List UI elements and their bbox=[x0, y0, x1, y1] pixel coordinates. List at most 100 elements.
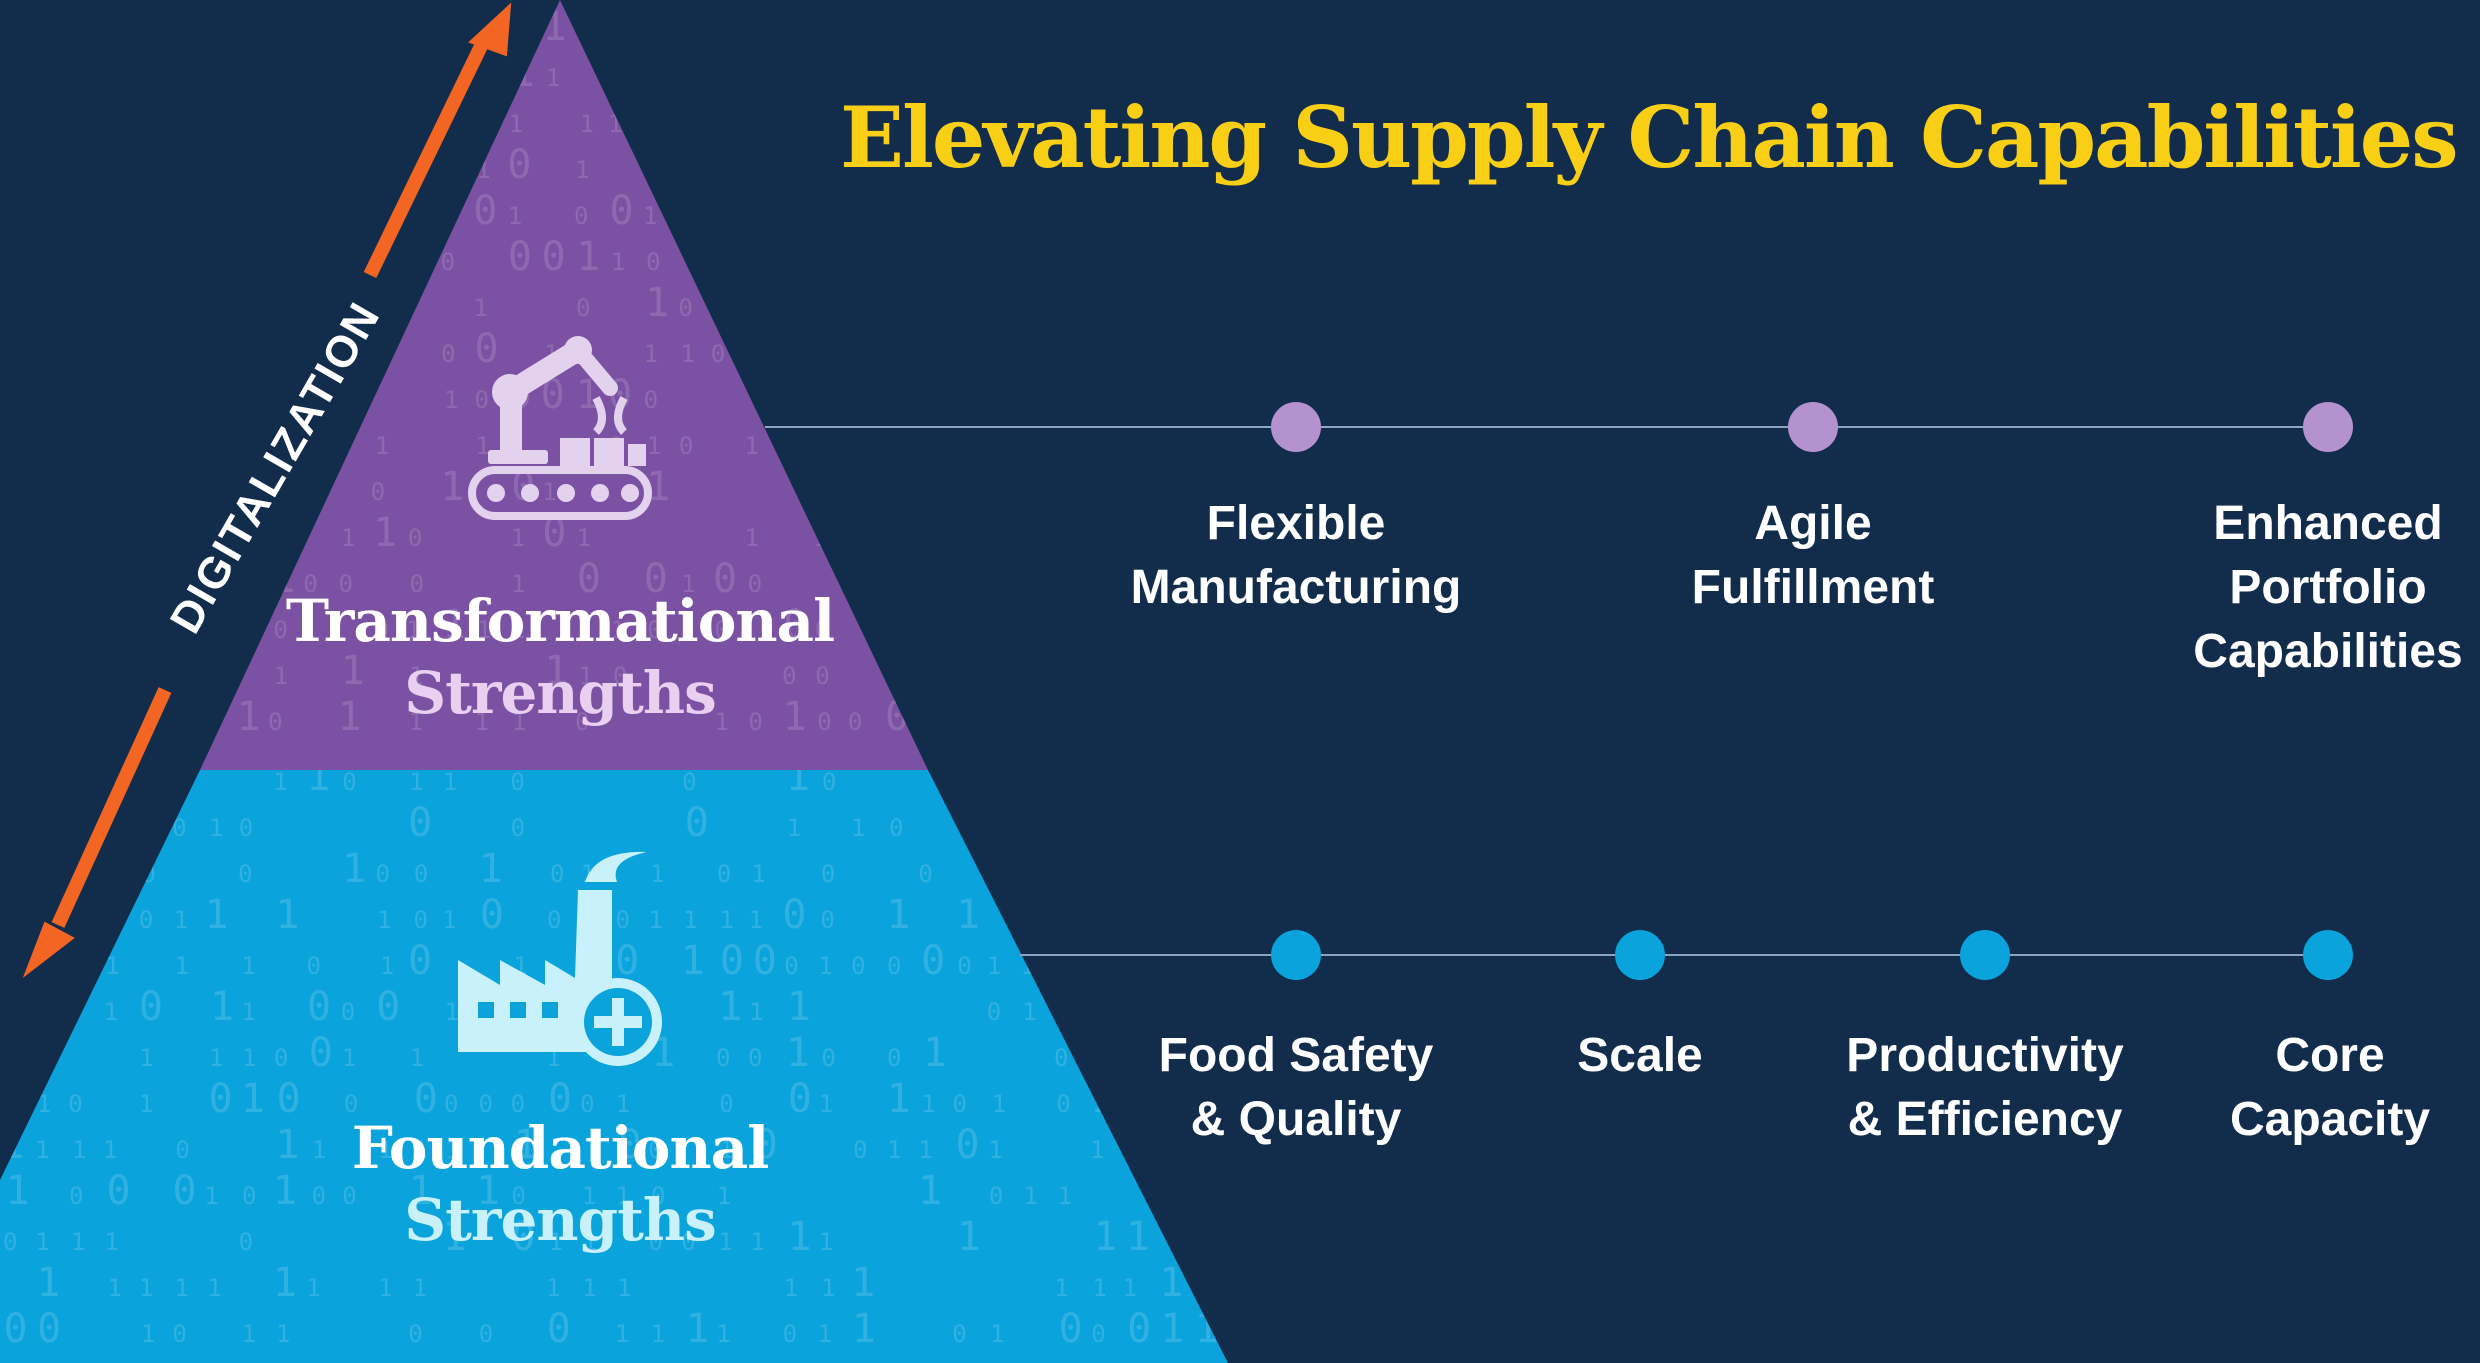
svg-text:0: 0 bbox=[141, 860, 155, 888]
svg-text:1: 1 bbox=[851, 814, 865, 842]
svg-text:0: 0 bbox=[1094, 952, 1108, 980]
svg-text:1: 1 bbox=[1158, 892, 1182, 938]
svg-text:1: 1 bbox=[749, 998, 763, 1026]
svg-text:1: 1 bbox=[242, 1320, 256, 1348]
svg-text:0: 0 bbox=[408, 1320, 422, 1348]
svg-text:0: 0 bbox=[136, 768, 150, 796]
svg-text:0: 0 bbox=[779, 294, 793, 322]
svg-text:1: 1 bbox=[273, 768, 287, 796]
svg-text:0: 0 bbox=[681, 1228, 695, 1256]
svg-text:1: 1 bbox=[1225, 998, 1239, 1026]
svg-text:0: 0 bbox=[1158, 1182, 1172, 1210]
svg-text:0: 0 bbox=[271, 202, 285, 230]
svg-text:1: 1 bbox=[1090, 1136, 1104, 1164]
svg-text:1: 1 bbox=[546, 64, 560, 92]
svg-text:1: 1 bbox=[992, 1090, 1006, 1118]
svg-text:0: 0 bbox=[271, 248, 285, 276]
svg-text:0: 0 bbox=[952, 1320, 966, 1348]
svg-text:1: 1 bbox=[542, 4, 566, 50]
svg-text:0: 0 bbox=[511, 814, 525, 842]
svg-text:0: 0 bbox=[682, 768, 696, 796]
svg-text:0: 0 bbox=[714, 616, 728, 644]
svg-text:0: 0 bbox=[680, 50, 704, 96]
svg-text:0: 0 bbox=[615, 938, 639, 984]
svg-text:1: 1 bbox=[577, 524, 591, 552]
svg-text:1: 1 bbox=[74, 814, 88, 842]
svg-text:1: 1 bbox=[273, 1168, 297, 1214]
svg-text:1: 1 bbox=[819, 1228, 833, 1256]
svg-text:0: 0 bbox=[273, 616, 287, 644]
svg-text:0: 0 bbox=[748, 1044, 762, 1072]
svg-text:1: 1 bbox=[611, 616, 625, 644]
svg-text:0: 0 bbox=[270, 18, 284, 46]
svg-text:1: 1 bbox=[719, 906, 733, 934]
svg-text:1: 1 bbox=[717, 1182, 731, 1210]
svg-text:0: 0 bbox=[610, 188, 634, 234]
svg-text:1: 1 bbox=[1159, 754, 1183, 800]
svg-text:0: 0 bbox=[139, 984, 163, 1030]
svg-text:0: 0 bbox=[172, 1320, 186, 1348]
svg-text:1: 1 bbox=[338, 96, 362, 142]
svg-text:0: 0 bbox=[473, 188, 497, 234]
svg-text:1: 1 bbox=[685, 1306, 709, 1352]
svg-text:0: 0 bbox=[371, 478, 385, 506]
svg-text:1: 1 bbox=[615, 1320, 629, 1348]
svg-text:0: 0 bbox=[574, 202, 588, 230]
svg-text:0: 0 bbox=[711, 340, 725, 368]
svg-text:0: 0 bbox=[1025, 814, 1039, 842]
svg-text:0: 0 bbox=[274, 1044, 288, 1072]
svg-text:1: 1 bbox=[544, 648, 568, 694]
svg-text:0: 0 bbox=[685, 800, 709, 846]
svg-text:0: 0 bbox=[342, 1182, 356, 1210]
svg-text:1: 1 bbox=[209, 1044, 223, 1072]
svg-text:0: 0 bbox=[577, 556, 601, 602]
svg-text:1: 1 bbox=[413, 1274, 427, 1302]
svg-text:1: 1 bbox=[887, 1136, 901, 1164]
svg-text:0: 0 bbox=[851, 952, 865, 980]
svg-text:1: 1 bbox=[580, 110, 594, 138]
svg-text:1: 1 bbox=[677, 142, 701, 188]
svg-text:0: 0 bbox=[618, 1122, 642, 1168]
svg-text:1: 1 bbox=[475, 708, 489, 736]
svg-text:0: 0 bbox=[342, 768, 356, 796]
strength-scale: Scale bbox=[1577, 1029, 1703, 1082]
svg-text:0: 0 bbox=[1059, 1306, 1083, 1352]
svg-text:1: 1 bbox=[1020, 952, 1034, 980]
svg-text:1: 1 bbox=[445, 1136, 459, 1164]
svg-text:0: 0 bbox=[478, 1090, 492, 1118]
svg-text:0: 0 bbox=[200, 96, 224, 142]
svg-text:0: 0 bbox=[955, 1122, 979, 1168]
svg-text:0: 0 bbox=[3, 1306, 27, 1352]
svg-text:0: 0 bbox=[339, 570, 353, 598]
svg-text:0: 0 bbox=[715, 110, 729, 138]
svg-text:0: 0 bbox=[547, 1306, 571, 1352]
svg-text:0: 0 bbox=[885, 694, 909, 740]
svg-text:0: 0 bbox=[480, 892, 504, 938]
svg-text:0: 0 bbox=[441, 248, 455, 276]
svg-text:0: 0 bbox=[409, 110, 423, 138]
svg-text:1: 1 bbox=[511, 616, 525, 644]
svg-text:1: 1 bbox=[745, 432, 759, 460]
svg-text:0: 0 bbox=[376, 984, 400, 1030]
svg-text:0: 0 bbox=[847, 386, 861, 414]
svg-text:0: 0 bbox=[1195, 846, 1219, 892]
svg-text:1: 1 bbox=[883, 510, 907, 556]
svg-text:1: 1 bbox=[718, 1228, 732, 1256]
svg-text:1: 1 bbox=[916, 340, 930, 368]
svg-text:1: 1 bbox=[378, 1136, 392, 1164]
svg-text:1: 1 bbox=[851, 1260, 875, 1306]
svg-text:0: 0 bbox=[1228, 1182, 1242, 1210]
svg-text:1: 1 bbox=[204, 1182, 218, 1210]
svg-text:1: 1 bbox=[542, 478, 556, 506]
svg-text:1: 1 bbox=[578, 18, 592, 46]
svg-text:0: 0 bbox=[783, 602, 807, 648]
svg-text:0: 0 bbox=[443, 18, 457, 46]
svg-text:1: 1 bbox=[650, 860, 664, 888]
svg-text:0: 0 bbox=[713, 248, 727, 276]
svg-text:1: 1 bbox=[575, 156, 589, 184]
svg-text:0: 0 bbox=[414, 906, 428, 934]
svg-text:1: 1 bbox=[819, 1090, 833, 1118]
svg-text:0: 0 bbox=[1227, 1260, 1251, 1306]
svg-text:0: 0 bbox=[475, 326, 499, 372]
